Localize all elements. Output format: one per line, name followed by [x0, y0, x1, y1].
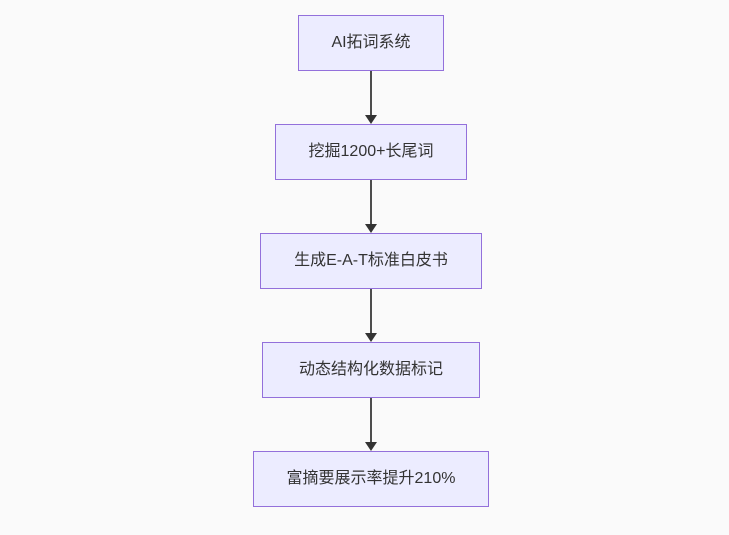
flow-edge-4-5 [365, 398, 377, 451]
edge-line [370, 398, 372, 442]
flow-node-longtail-mining: 挖掘1200+长尾词 [275, 124, 467, 180]
flow-node-eat-whitepaper: 生成E-A-T标准白皮书 [260, 233, 482, 289]
edge-line [370, 180, 372, 224]
flow-edge-2-3 [365, 180, 377, 233]
arrowhead-icon [365, 442, 377, 451]
edge-line [370, 71, 372, 115]
edge-line [370, 289, 372, 333]
flow-node-ai-keyword-system: AI拓词系统 [298, 15, 444, 71]
arrowhead-icon [365, 115, 377, 124]
flow-node-rich-snippet-result: 富摘要展示率提升210% [253, 451, 489, 507]
arrowhead-icon [365, 333, 377, 342]
arrowhead-icon [365, 224, 377, 233]
flow-edge-3-4 [365, 289, 377, 342]
flow-node-structured-data-markup: 动态结构化数据标记 [262, 342, 480, 398]
flow-edge-1-2 [365, 71, 377, 124]
